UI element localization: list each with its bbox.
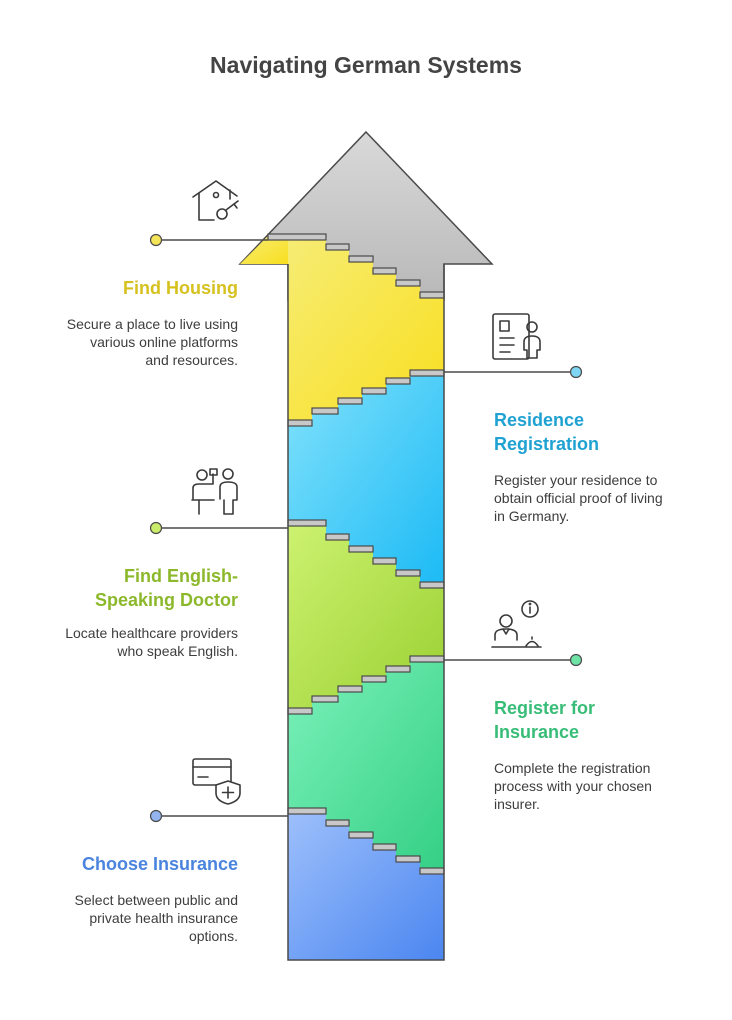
doctor-consultation-icon	[191, 468, 238, 515]
connector-find-housing	[149, 233, 268, 247]
insurance-card-shield-icon	[192, 758, 241, 805]
register-insurance-description: Complete the registration process with y…	[494, 760, 652, 812]
find-housing-description: Secure a place to live using various onl…	[66, 316, 238, 368]
connector-residence-registration	[444, 365, 583, 379]
band-register-insurance	[288, 660, 444, 872]
stair-steps	[267, 233, 445, 875]
band-find-housing-top	[240, 236, 288, 264]
band-find-doctor	[288, 522, 444, 710]
connector-register-insurance	[444, 653, 583, 667]
band-residence-registration	[288, 372, 444, 586]
choose-insurance-description: Select between public and private health…	[74, 892, 238, 944]
choose-insurance-title: Choose Insurance	[81, 854, 238, 874]
connector-choose-insurance	[149, 809, 288, 823]
house-key-icon	[192, 180, 239, 221]
reception-desk-info-icon	[491, 600, 542, 648]
register-insurance-title: Register for Insurance	[494, 698, 596, 742]
residence-registration-description: Register your residence to obtain offici…	[494, 472, 663, 524]
page-title: Navigating German Systems	[210, 52, 522, 78]
find-doctor-description: Locate healthcare providers who speak En…	[65, 625, 238, 659]
find-doctor-title: Find English- Speaking Doctor	[94, 566, 238, 610]
arrow-shaft-outline	[287, 264, 445, 961]
id-document-person-icon	[492, 313, 541, 360]
band-choose-insurance	[288, 810, 444, 960]
connector-find-doctor	[149, 521, 288, 535]
residence-registration-title: Residence Registration	[494, 410, 600, 454]
find-housing-title: Find Housing	[123, 278, 238, 298]
